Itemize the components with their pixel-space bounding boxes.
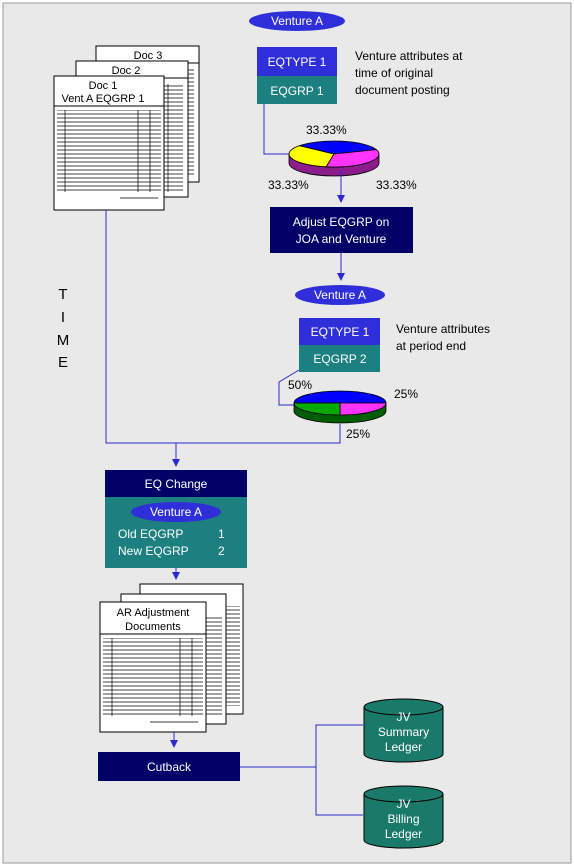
eqgrp-mid-box: EQGRP 2: [299, 345, 380, 372]
eqtype-top-label: EQTYPE 1: [268, 55, 327, 69]
ar-doc-front-page: AR Adjustment Documents: [99, 601, 207, 733]
doc1-form-lines: [57, 110, 161, 192]
old-eqgrp-label: Old EQGRP: [118, 527, 183, 541]
attr-text-mid: Venture attributes at period end: [396, 322, 490, 353]
new-eqgrp-label: New EQGRP: [118, 544, 189, 558]
time-letter-e: E: [58, 354, 68, 371]
eqgrp-mid-label: EQGRP 2: [313, 352, 366, 366]
ar-document-stack: AR Adjustment Documents: [99, 583, 244, 733]
pie2-label-bottom: 25%: [346, 427, 370, 441]
time-letter-t: T: [58, 286, 67, 303]
old-eqgrp-value: 1: [218, 527, 225, 541]
summary-ledger-line2: Summary: [378, 725, 429, 739]
time-letter-i: I: [61, 309, 65, 326]
document-stack-top: Doc 3 Doc 2 Doc 1 Vent A EQGRP 1: [53, 45, 200, 211]
ar-docs-label-line1: AR Adjustment: [117, 607, 190, 619]
venture-a-mid-label: Venture A: [314, 288, 366, 302]
summary-ledger-line1: JV: [396, 710, 410, 724]
jv-summary-ledger: JV Summary Ledger: [363, 698, 444, 763]
new-eqgrp-value: 2: [218, 544, 225, 558]
attr-text-top-line1: Venture attributes at: [355, 49, 463, 63]
eq-change-block: EQ Change Venture A Old EQGRP 1 New EQGR…: [105, 470, 247, 568]
venture-a-mid: Venture A: [295, 285, 385, 305]
eq-change-venture-label: Venture A: [150, 505, 202, 519]
connector-ledger-bracket: [315, 724, 363, 816]
cutback-box: Cutback: [98, 752, 240, 781]
pie1-label-left: 33.33%: [268, 178, 309, 192]
eq-change-header-label: EQ Change: [145, 477, 208, 491]
pie2-slice-1: [339, 402, 387, 416]
attr-text-mid-line2: at period end: [396, 339, 466, 353]
venture-a-top: Venture A: [249, 11, 345, 31]
connector-eqgrp-to-pie1: [263, 104, 292, 155]
jv-billing-ledger: JV Billing Ledger: [363, 785, 444, 849]
eqtype-mid-box: EQTYPE 1: [299, 318, 380, 345]
pie2-slice-0: [293, 390, 387, 404]
adjust-eqgrp-box: Adjust EQGRP on JOA and Venture: [270, 207, 413, 253]
eq-change-venture-pill: [131, 502, 221, 522]
venture-a-top-label: Venture A: [271, 14, 323, 28]
adjust-box-line2: JOA and Venture: [296, 232, 387, 246]
doc3-label: Doc 3: [134, 50, 163, 62]
doc2-label: Doc 2: [112, 65, 141, 77]
eqgrp-top-box: EQGRP 1: [257, 76, 337, 104]
eqtype-top-box: EQTYPE 1: [257, 47, 337, 76]
pie1-slice-2: [325, 149, 380, 168]
ar-docs-label-line2: Documents: [125, 621, 181, 633]
eqgrp-top-label: EQGRP 1: [270, 84, 323, 98]
pie1-slice-1: [298, 140, 378, 155]
pie1-label-right: 33.33%: [376, 178, 417, 192]
billing-ledger-line3: Ledger: [385, 827, 422, 841]
doc1-label: Doc 1: [89, 80, 118, 92]
attr-text-top-line2: time of original: [355, 66, 433, 80]
pie1: [288, 140, 380, 177]
billing-ledger-line1: JV: [396, 797, 410, 811]
eqtype-mid-label: EQTYPE 1: [311, 325, 370, 339]
pie2-slice-2: [293, 402, 341, 416]
pie2: [293, 390, 387, 424]
pie2-label-left: 50%: [288, 378, 312, 392]
connector-docs-pie2-merge: [105, 210, 341, 444]
time-letter-m: M: [57, 332, 70, 349]
billing-ledger-line2: Billing: [387, 812, 419, 826]
connector-eqgrp2-to-pie2: [278, 369, 300, 406]
doc1-page: Doc 1 Vent A EQGRP 1: [53, 75, 165, 211]
cutback-label: Cutback: [147, 760, 192, 774]
attr-text-mid-line1: Venture attributes: [396, 322, 490, 336]
adjust-box-line1: Adjust EQGRP on: [293, 215, 390, 229]
eq-change-header: [105, 470, 247, 497]
attr-text-top: Venture attributes at time of original d…: [355, 49, 463, 97]
summary-ledger-line3: Ledger: [385, 740, 422, 754]
pie1-label-top: 33.33%: [306, 123, 347, 137]
time-label: T I M E: [57, 286, 70, 371]
ar-doc-form-lines: [103, 638, 203, 716]
pie2-label-right: 25%: [394, 387, 418, 401]
doc1-venture-label: Vent A EQGRP 1: [62, 93, 145, 105]
attr-text-top-line3: document posting: [355, 83, 450, 97]
pie1-slice-0: [288, 145, 335, 168]
